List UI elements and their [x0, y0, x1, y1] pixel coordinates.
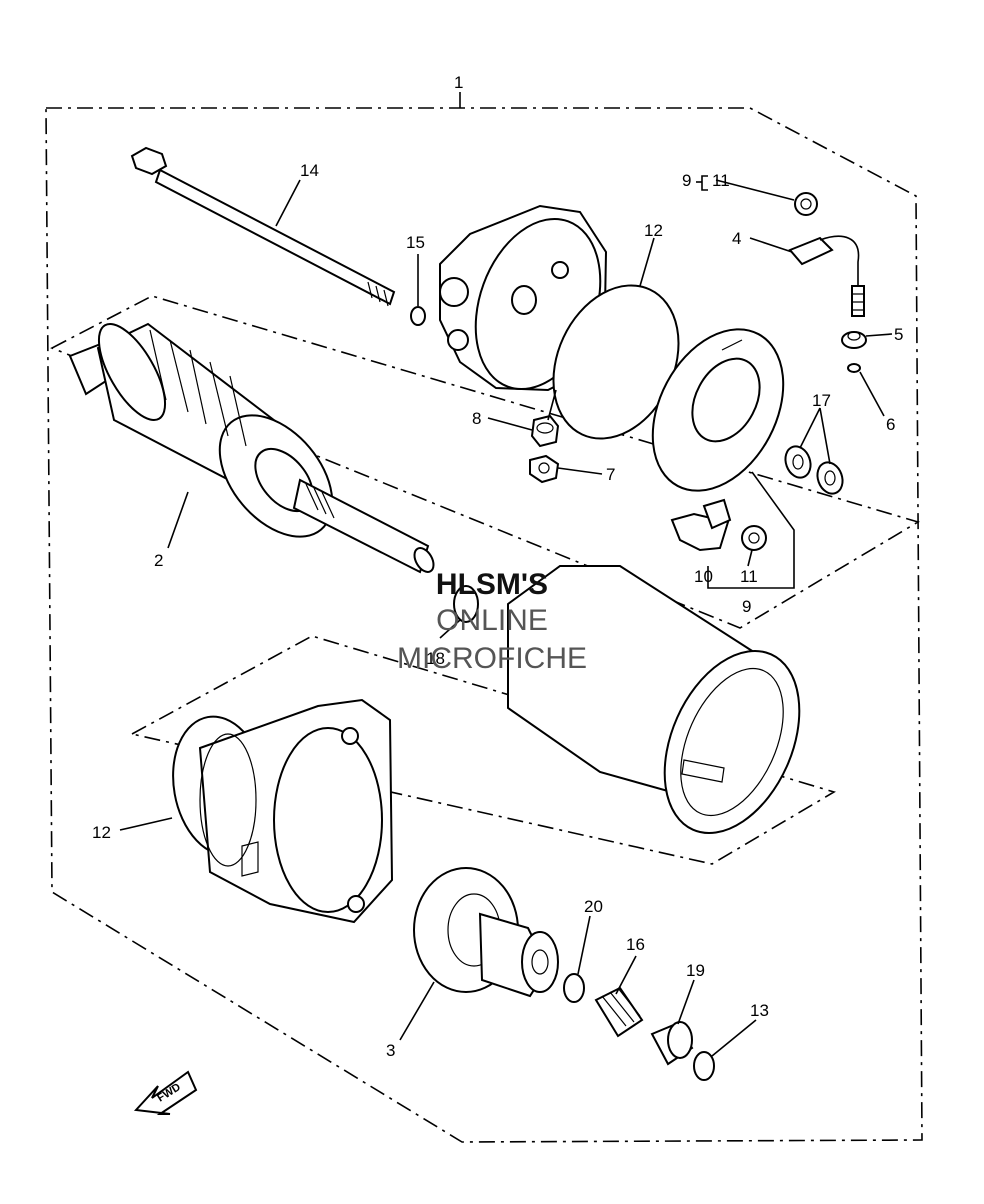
- callout-1: 1: [454, 73, 463, 92]
- part-7-nut: [529, 454, 560, 484]
- callout-12-top: 12: [644, 221, 663, 240]
- assembly-boundary: [45, 107, 923, 1143]
- watermark-line-3: MICROFICHE: [397, 642, 587, 675]
- fwd-arrow-icon: FWD: [133, 1070, 198, 1115]
- brush-plate: [651, 328, 785, 492]
- part-8-nut: [530, 414, 560, 448]
- callout-11-bottom: 11: [740, 567, 758, 586]
- callout-8: 8: [472, 409, 481, 428]
- o-ring-15: [410, 306, 426, 326]
- watermark-line-2: ONLINE: [436, 604, 548, 637]
- watermark-line-1: HLSM'S: [436, 568, 548, 601]
- lower-plane: [129, 635, 836, 865]
- callout-20: 20: [584, 897, 603, 916]
- callout-4: 4: [732, 229, 741, 248]
- upper-plane: [50, 295, 920, 629]
- part-11-spring-upper: [794, 192, 818, 216]
- brush-lead: [788, 235, 865, 317]
- part-13-circlip: [693, 1051, 715, 1081]
- watermark: HLSM'S ONLINE MICROFICHE: [397, 568, 587, 675]
- callout-7: 7: [606, 465, 615, 484]
- part-18-washer: [453, 585, 479, 623]
- callout-10: 10: [694, 567, 713, 586]
- through-bolt: [130, 146, 396, 307]
- pinion-clutch: [413, 867, 559, 998]
- callout-6: 6: [886, 415, 895, 434]
- part-17-washers: [784, 445, 844, 495]
- part-6-o-ring: [847, 363, 861, 373]
- callout-5: 5: [894, 325, 903, 344]
- part-10-brush: [670, 498, 732, 552]
- part-5-washer: [841, 331, 867, 349]
- callout-17: 17: [812, 391, 831, 410]
- part-20-ring: [563, 973, 585, 1003]
- callout-12-bottom: 12: [92, 823, 111, 842]
- front-bracket: [198, 698, 394, 924]
- armature: [68, 322, 435, 574]
- callout-18: 18: [426, 649, 445, 668]
- callout-9-bottom: 9: [742, 597, 751, 616]
- callout-labels: 1 2 3 4 5 6 7 8 9 9 10 11 11 12 12 13 14…: [92, 73, 903, 1060]
- leader-lines: [119, 175, 893, 1057]
- callout-11-top: 11: [712, 171, 730, 190]
- callout-15: 15: [406, 233, 425, 252]
- callout-9-top: 9: [682, 171, 691, 190]
- callout-3: 3: [386, 1041, 395, 1060]
- callout-16: 16: [626, 935, 645, 954]
- callout-13: 13: [750, 1001, 769, 1020]
- callout-19: 19: [686, 961, 705, 980]
- callout-14: 14: [300, 161, 319, 180]
- callout-2: 2: [154, 551, 163, 570]
- part-19-collar: [650, 1021, 694, 1066]
- part-11-spring-lower: [741, 525, 767, 551]
- yoke-housing: [507, 565, 801, 835]
- part-16-spring: [594, 986, 644, 1038]
